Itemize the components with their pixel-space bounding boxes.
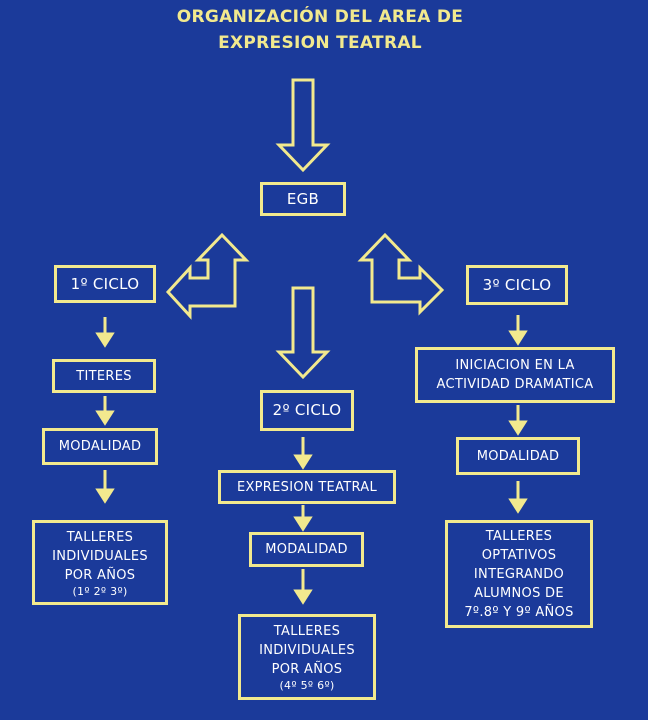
node-expresion-teatral: EXPRESION TEATRAL: [218, 470, 396, 504]
talleres-1-line-1: TALLERES: [66, 529, 134, 545]
node-talleres-1: TALLERES INDIVIDUALES POR AÑOS (1º 2º 3º…: [32, 520, 168, 605]
arrow-egb-to-ciclo3: [357, 232, 445, 316]
node-egb: EGB: [260, 182, 346, 216]
talleres-3-line-4: ALUMNOS DE: [474, 585, 564, 601]
talleres-1-line-3: POR AÑOS: [64, 567, 136, 583]
talleres-3-line-5: 7º.8º Y 9º AÑOS: [464, 604, 574, 620]
node-ciclo2-label: 2º CICLO: [272, 401, 342, 419]
node-talleres-3: TALLERES OPTATIVOS INTEGRANDO ALUMNOS DE…: [445, 520, 593, 628]
node-ciclo1: 1º CICLO: [54, 265, 156, 303]
iniciacion-line-2: ACTIVIDAD DRAMATICA: [436, 377, 594, 392]
talleres-3-line-1: TALLERES: [485, 528, 553, 544]
node-modalidad-1: MODALIDAD: [42, 428, 158, 465]
diagram-title: ORGANIZACIÓN DEL AREA DE EXPRESION TEATR…: [120, 4, 520, 56]
talleres-3-line-2: OPTATIVOS: [481, 547, 557, 563]
talleres-2-line-3: POR AÑOS: [271, 662, 343, 677]
node-modalidad-3: MODALIDAD: [456, 437, 580, 475]
talleres-2-line-1: TALLERES: [273, 624, 341, 639]
node-modalidad-2: MODALIDAD: [249, 532, 364, 567]
iniciacion-line-1: INICIACION EN LA: [455, 358, 575, 373]
title-line-2: EXPRESION TEATRAL: [218, 33, 422, 53]
node-modalidad-3-label: MODALIDAD: [476, 448, 560, 464]
node-iniciacion: INICIACION EN LA ACTIVIDAD DRAMATICA: [415, 347, 615, 403]
node-talleres-2: TALLERES INDIVIDUALES POR AÑOS (4º 5º 6º…: [238, 614, 376, 700]
talleres-2-line-2: INDIVIDUALES: [259, 643, 355, 658]
talleres-1-line-4: (1º 2º 3º): [72, 584, 128, 598]
talleres-1-line-2: INDIVIDUALES: [52, 548, 148, 564]
arrow-title-to-egb: [275, 78, 331, 173]
node-expresion-teatral-label: EXPRESION TEATRAL: [236, 479, 378, 495]
talleres-3-line-3: INTEGRANDO: [473, 566, 565, 582]
node-modalidad-2-label: MODALIDAD: [265, 542, 348, 557]
node-egb-label: EGB: [286, 189, 320, 208]
talleres-2-line-4: (4º 5º 6º): [279, 679, 335, 692]
node-modalidad-1-label: MODALIDAD: [58, 439, 142, 454]
node-ciclo3-label: 3º CICLO: [482, 275, 552, 294]
node-titeres-label: TITERES: [76, 368, 132, 384]
node-ciclo2: 2º CICLO: [260, 390, 354, 431]
title-line-1: ORGANIZACIÓN DEL AREA DE: [176, 7, 464, 27]
node-titeres: TITERES: [52, 359, 156, 393]
arrow-egb-to-ciclo2: [275, 286, 331, 380]
arrow-egb-to-ciclo1: [165, 232, 250, 320]
node-ciclo1-label: 1º CICLO: [70, 274, 140, 293]
node-ciclo3: 3º CICLO: [466, 265, 568, 305]
